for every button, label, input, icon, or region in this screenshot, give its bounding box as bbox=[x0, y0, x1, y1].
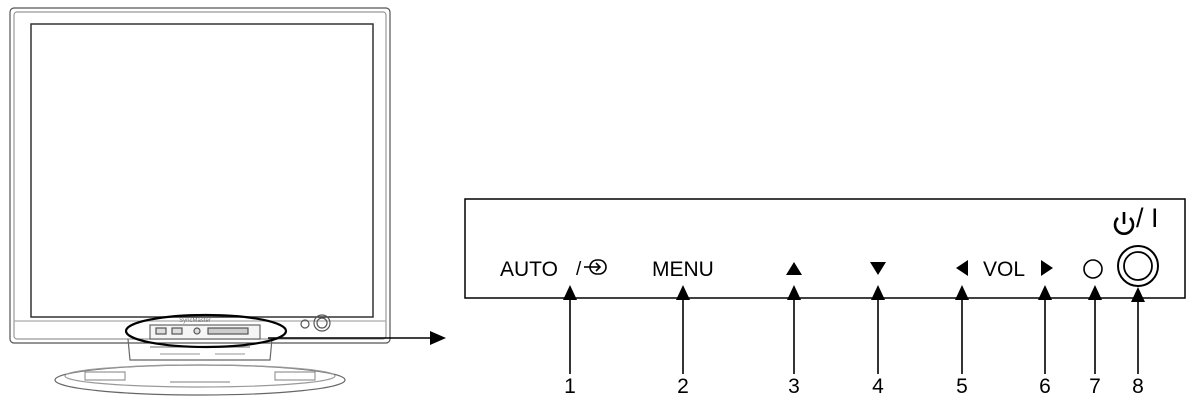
callout-arrowhead-2 bbox=[676, 285, 690, 300]
left-triangle-icon[interactable] bbox=[956, 260, 968, 276]
callout-number-6: 6 bbox=[1039, 375, 1051, 398]
power-button-icon[interactable] bbox=[1117, 245, 1159, 287]
right-triangle-icon[interactable] bbox=[1041, 260, 1053, 276]
auto-separator: / bbox=[576, 259, 582, 280]
callout-arrows bbox=[563, 285, 1145, 374]
callout-arrowhead-3 bbox=[787, 285, 801, 300]
menu-label[interactable]: MENU bbox=[652, 258, 714, 281]
callout-number-2: 2 bbox=[677, 375, 689, 398]
auto-label[interactable]: AUTO bbox=[500, 258, 558, 281]
power-symbol-label: / I bbox=[1136, 203, 1159, 233]
monitor-illustration: SyncMaster bbox=[9, 7, 391, 396]
callout-arrowhead-6 bbox=[1038, 285, 1052, 300]
callout-number-1: 1 bbox=[564, 375, 576, 398]
monitor-bezel bbox=[9, 7, 391, 344]
vol-label[interactable]: VOL bbox=[983, 258, 1026, 281]
callout-number-5: 5 bbox=[956, 375, 968, 398]
callout-number-3: 3 bbox=[788, 375, 800, 398]
callout-number-4: 4 bbox=[872, 375, 884, 398]
input-source-icon bbox=[584, 259, 607, 275]
callout-arrowhead-8 bbox=[1131, 287, 1145, 302]
power-symbol-icon bbox=[1113, 212, 1135, 235]
up-triangle-icon[interactable] bbox=[786, 262, 802, 275]
callout-arrowhead-1 bbox=[563, 285, 577, 300]
callout-number-7: 7 bbox=[1089, 375, 1101, 398]
callout-arrowhead-5 bbox=[955, 285, 969, 300]
svg-text:SyncMaster: SyncMaster bbox=[179, 318, 211, 324]
highlight-ellipse bbox=[124, 313, 288, 349]
control-panel-box bbox=[464, 198, 1186, 299]
callout-number-8: 8 bbox=[1132, 375, 1144, 398]
callout-arrowhead-7 bbox=[1088, 285, 1102, 300]
pointer-arrowhead bbox=[430, 331, 446, 345]
down-triangle-icon[interactable] bbox=[870, 262, 886, 275]
monitor-screen bbox=[30, 23, 374, 318]
indicator-led-icon bbox=[1083, 259, 1103, 279]
callout-arrowhead-4 bbox=[871, 285, 885, 300]
